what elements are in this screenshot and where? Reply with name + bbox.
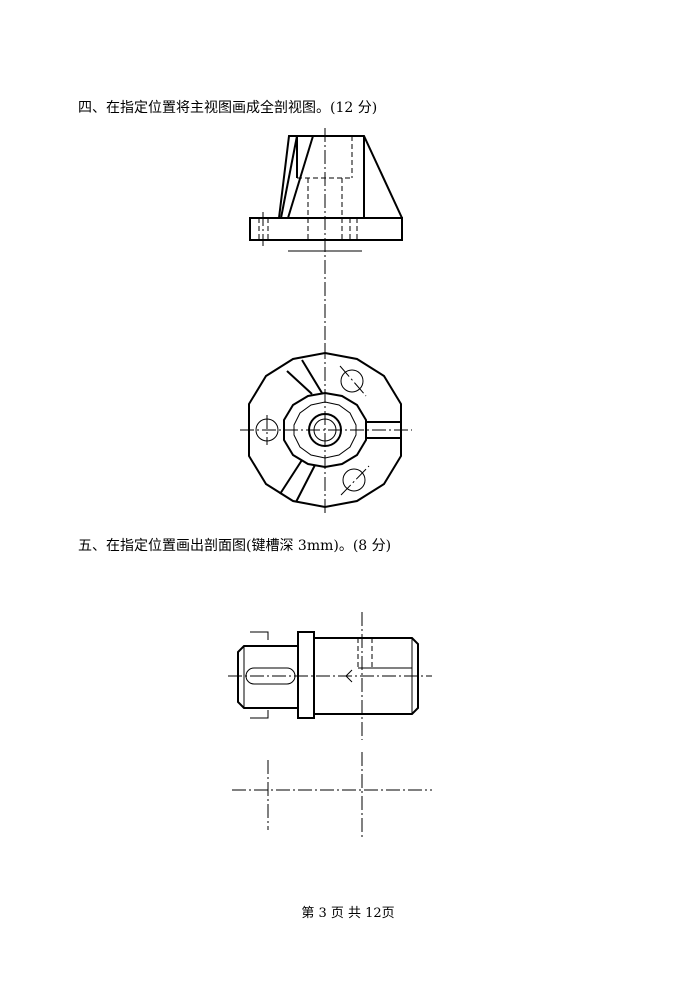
front-view xyxy=(249,128,403,345)
section-area xyxy=(232,752,432,838)
question-4-title: 四、在指定位置将主视图画成全剖视图。(12 分) xyxy=(78,100,378,116)
top-view xyxy=(240,345,412,515)
page-footer: 第 3 页 共 12页 xyxy=(301,906,395,921)
question-5-title: 五、在指定位置画出剖面图(键槽深 3mm)。(8 分) xyxy=(78,538,392,554)
shaft-view xyxy=(228,612,432,740)
